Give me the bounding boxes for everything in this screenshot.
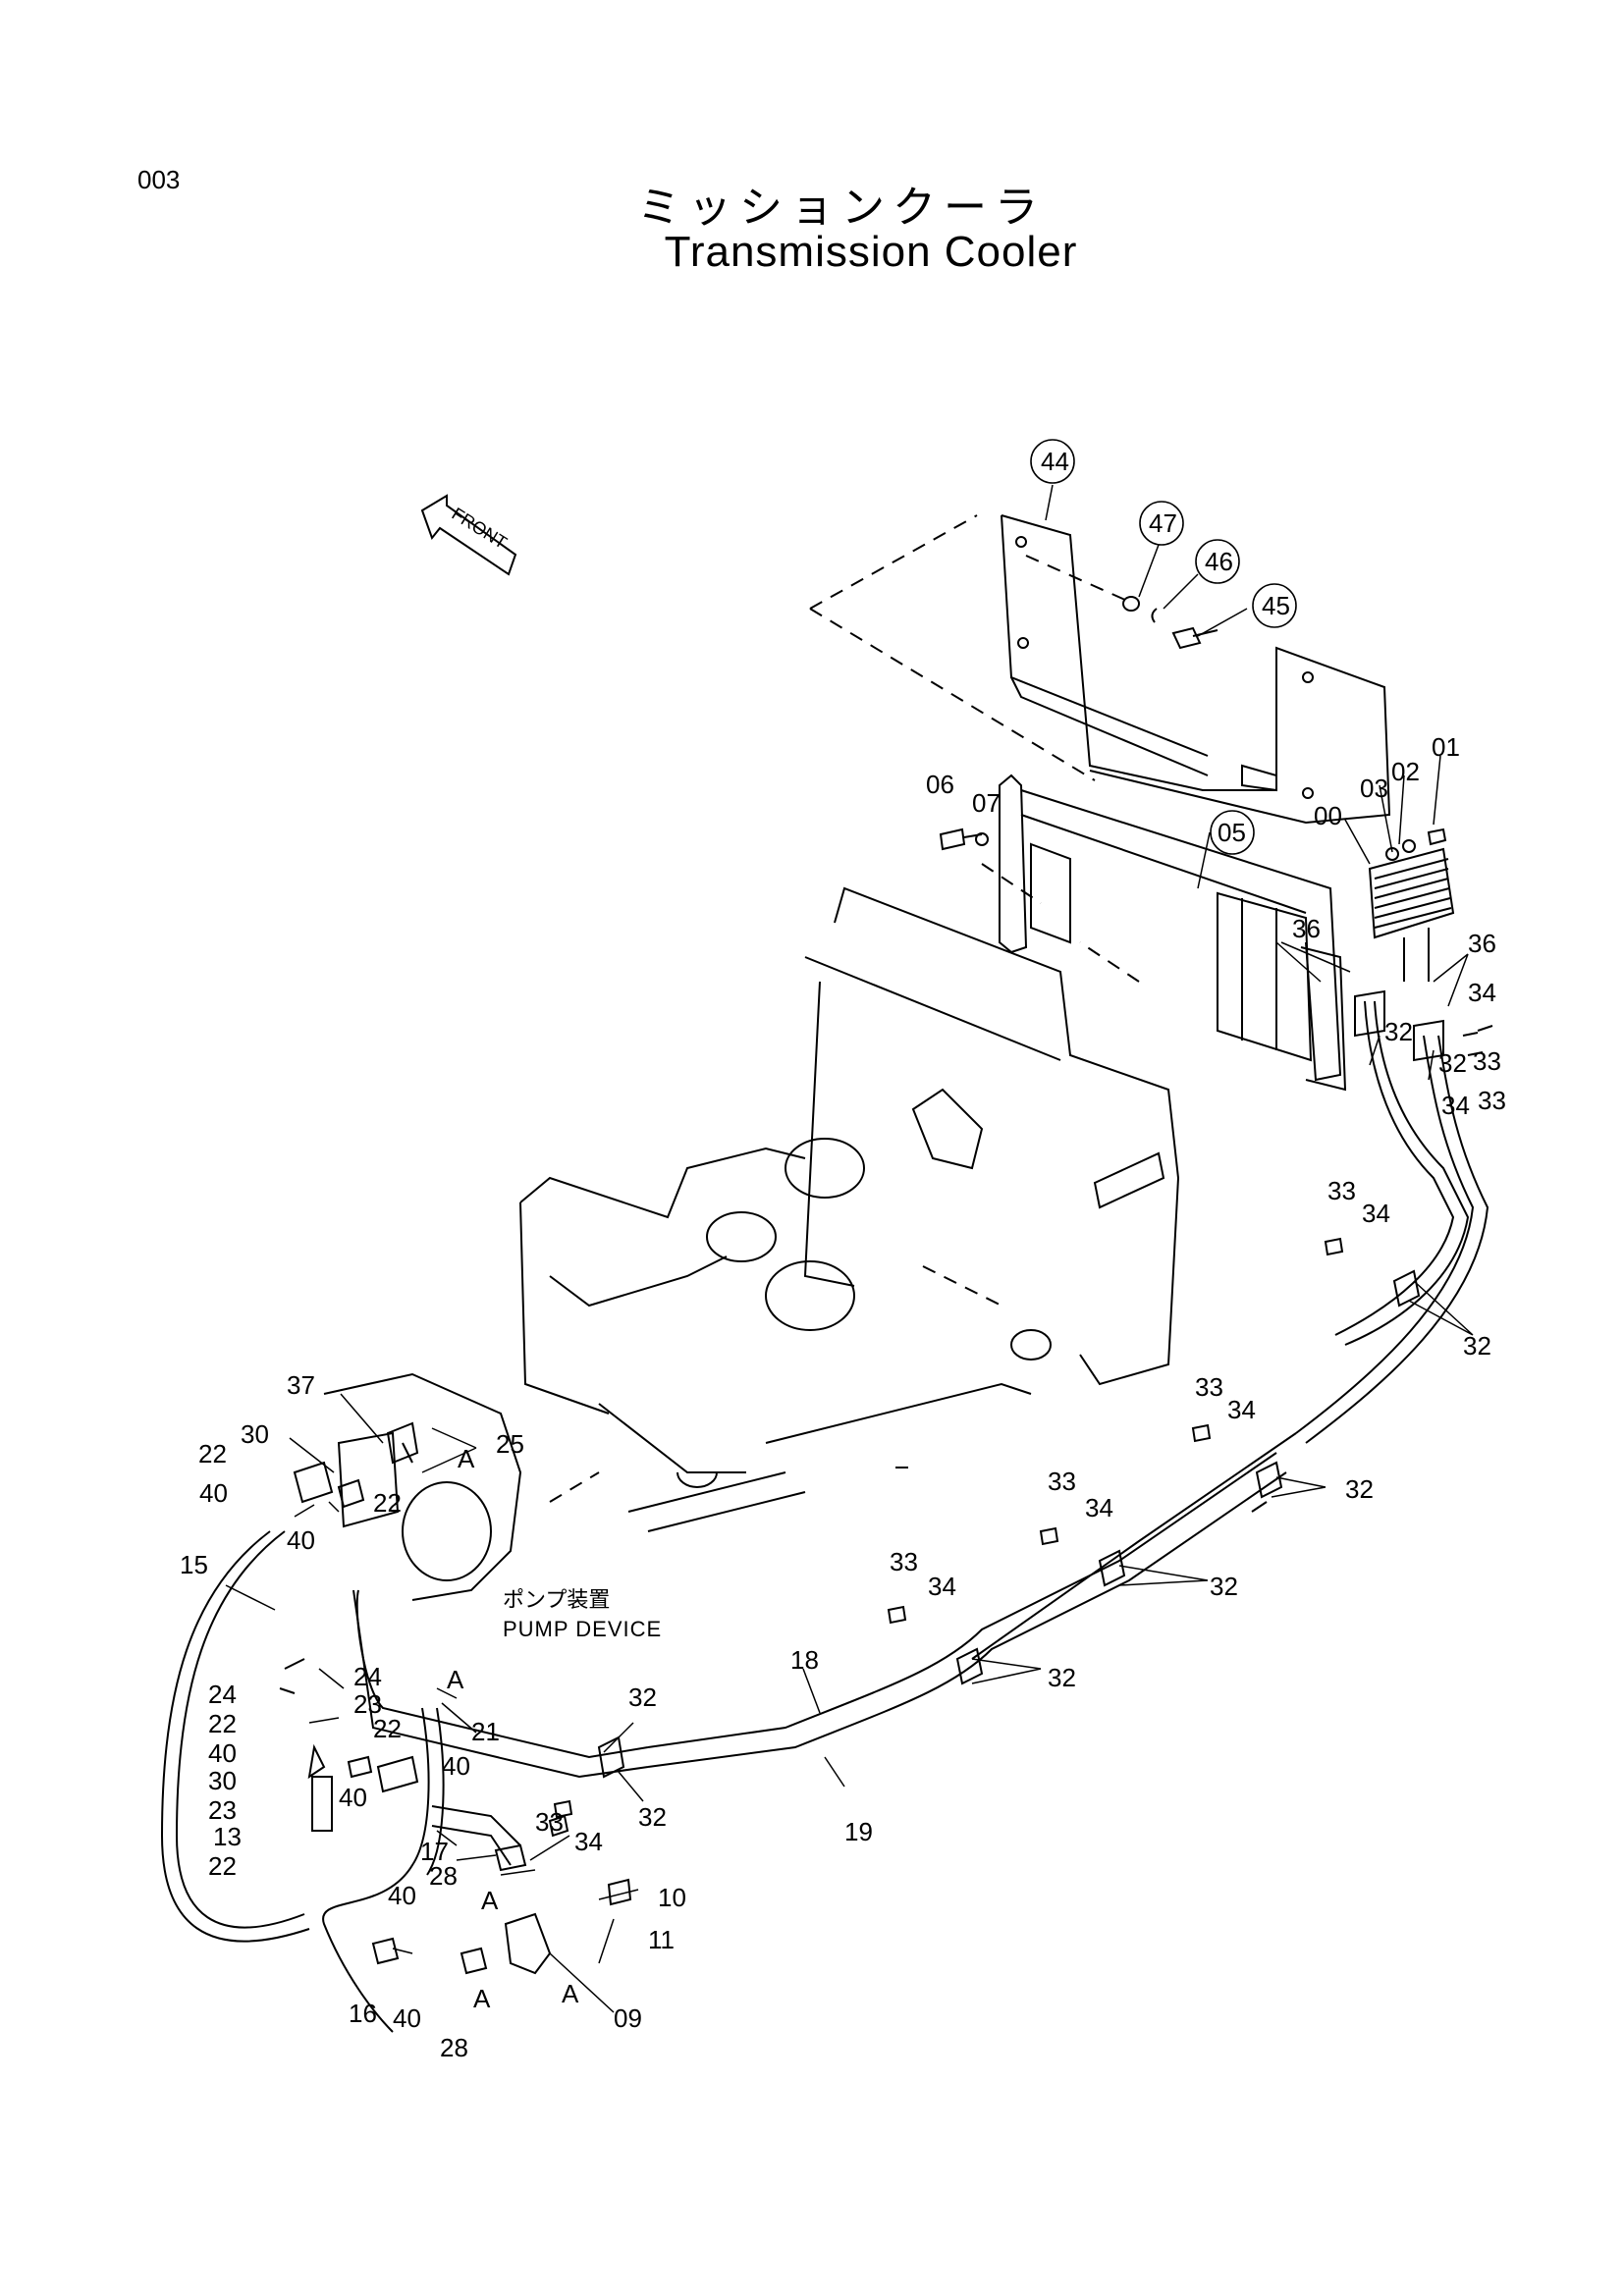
callout-22-c: 22	[208, 1709, 237, 1738]
callout-16: 16	[349, 1999, 377, 2028]
callout-01: 01	[1432, 732, 1460, 762]
callout-32-g: 32	[628, 1682, 657, 1712]
callout-34-g: 34	[574, 1827, 603, 1856]
callout-labels: 44 47 46 45 05 01 02 03 00 06 07 36 36 3…	[180, 447, 1506, 2062]
reference-letters: A A A A A	[447, 1444, 579, 2013]
clamps	[597, 989, 1444, 1779]
ref-letter-a: A	[481, 1886, 499, 1915]
callout-32-c: 32	[1463, 1331, 1491, 1361]
callout-40-a: 40	[199, 1478, 228, 1508]
oil-cooler	[1368, 847, 1455, 982]
ref-letter-a: A	[458, 1444, 475, 1473]
callout-23-b: 23	[208, 1795, 237, 1825]
callout-24-b: 24	[353, 1662, 382, 1691]
callout-30-a: 30	[241, 1419, 269, 1449]
callout-02: 02	[1391, 757, 1420, 786]
pump-label-english: PUMP DEVICE	[503, 1617, 662, 1641]
callout-06: 06	[926, 770, 954, 799]
callout-34-c: 34	[1362, 1199, 1390, 1228]
callout-05: 05	[1218, 818, 1246, 847]
callout-30-b: 30	[208, 1766, 237, 1795]
callout-22-a: 22	[198, 1439, 227, 1468]
callout-21: 21	[471, 1717, 500, 1746]
callout-33-a: 33	[1473, 1046, 1501, 1076]
callout-28-a: 28	[429, 1861, 458, 1891]
callout-23-a: 23	[353, 1689, 382, 1719]
callout-40-d: 40	[339, 1783, 367, 1812]
callout-33-c: 33	[1327, 1176, 1356, 1205]
callout-34-a: 34	[1468, 978, 1496, 1007]
callout-24-a: 24	[208, 1680, 237, 1709]
callout-40-g: 40	[393, 2003, 421, 2033]
callout-40-e: 40	[388, 1881, 416, 1910]
title-japanese: ミッションクーラ	[637, 184, 1046, 232]
callout-32-d: 32	[1345, 1474, 1374, 1504]
callout-32-b: 32	[1438, 1048, 1467, 1078]
front-label: FRONT	[449, 504, 511, 553]
callout-32-h: 32	[638, 1802, 667, 1832]
page-number: 003	[137, 165, 181, 194]
callout-40-b: 40	[287, 1525, 315, 1555]
callout-44: 44	[1041, 447, 1069, 476]
callout-18: 18	[790, 1645, 819, 1675]
callout-32-e: 32	[1210, 1572, 1238, 1601]
callout-36-a: 36	[1292, 914, 1321, 943]
callout-32-f: 32	[1048, 1663, 1076, 1692]
callout-33-g: 33	[535, 1807, 564, 1837]
callout-46: 46	[1205, 547, 1233, 576]
engine-block	[519, 886, 1180, 1532]
callout-37: 37	[287, 1370, 315, 1400]
callout-15: 15	[180, 1550, 208, 1579]
callout-22-b: 22	[373, 1488, 402, 1518]
callout-22-e: 22	[208, 1851, 237, 1881]
callout-17: 17	[420, 1837, 449, 1866]
callout-33-e: 33	[1048, 1467, 1076, 1496]
callout-10: 10	[658, 1883, 686, 1912]
callout-36-b: 36	[1468, 929, 1496, 958]
pump-label-japanese: ポンプ装置	[503, 1587, 610, 1612]
callout-34-b: 34	[1441, 1091, 1470, 1120]
callout-33-f: 33	[890, 1547, 918, 1576]
callout-03: 03	[1360, 774, 1388, 803]
fittings	[279, 1421, 1268, 1975]
callout-47: 47	[1149, 508, 1177, 538]
title-english: Transmission Cooler	[664, 228, 1078, 276]
callout-33-b: 33	[1478, 1086, 1506, 1115]
callout-circles	[1030, 439, 1297, 855]
ref-letter-a: A	[562, 1979, 579, 2008]
leader-lines	[225, 484, 1474, 2013]
ref-letter-a: A	[447, 1665, 464, 1694]
callout-19: 19	[844, 1817, 873, 1846]
callout-45: 45	[1262, 591, 1290, 620]
cover-plate	[1001, 514, 1391, 825]
callout-07: 07	[972, 788, 1001, 818]
front-arrow-icon	[420, 494, 517, 576]
hoses	[160, 1000, 1489, 2033]
callout-22-d: 22	[373, 1714, 402, 1743]
callout-11: 11	[648, 1925, 675, 1954]
callout-34-f: 34	[928, 1572, 956, 1601]
callout-13: 13	[213, 1822, 242, 1851]
callout-34-e: 34	[1085, 1493, 1113, 1522]
callout-40-c: 40	[208, 1738, 237, 1768]
callout-33-d: 33	[1195, 1372, 1223, 1402]
ref-letter-a: A	[473, 1984, 491, 2013]
callout-34-d: 34	[1227, 1395, 1256, 1424]
radiator-frame	[999, 774, 1347, 1092]
callout-09: 09	[614, 2003, 642, 2033]
callout-40-f: 40	[442, 1751, 470, 1781]
callout-25: 25	[496, 1429, 524, 1459]
callout-00: 00	[1314, 801, 1342, 830]
callout-32-a: 32	[1384, 1017, 1413, 1046]
callout-28-b: 28	[440, 2033, 468, 2062]
